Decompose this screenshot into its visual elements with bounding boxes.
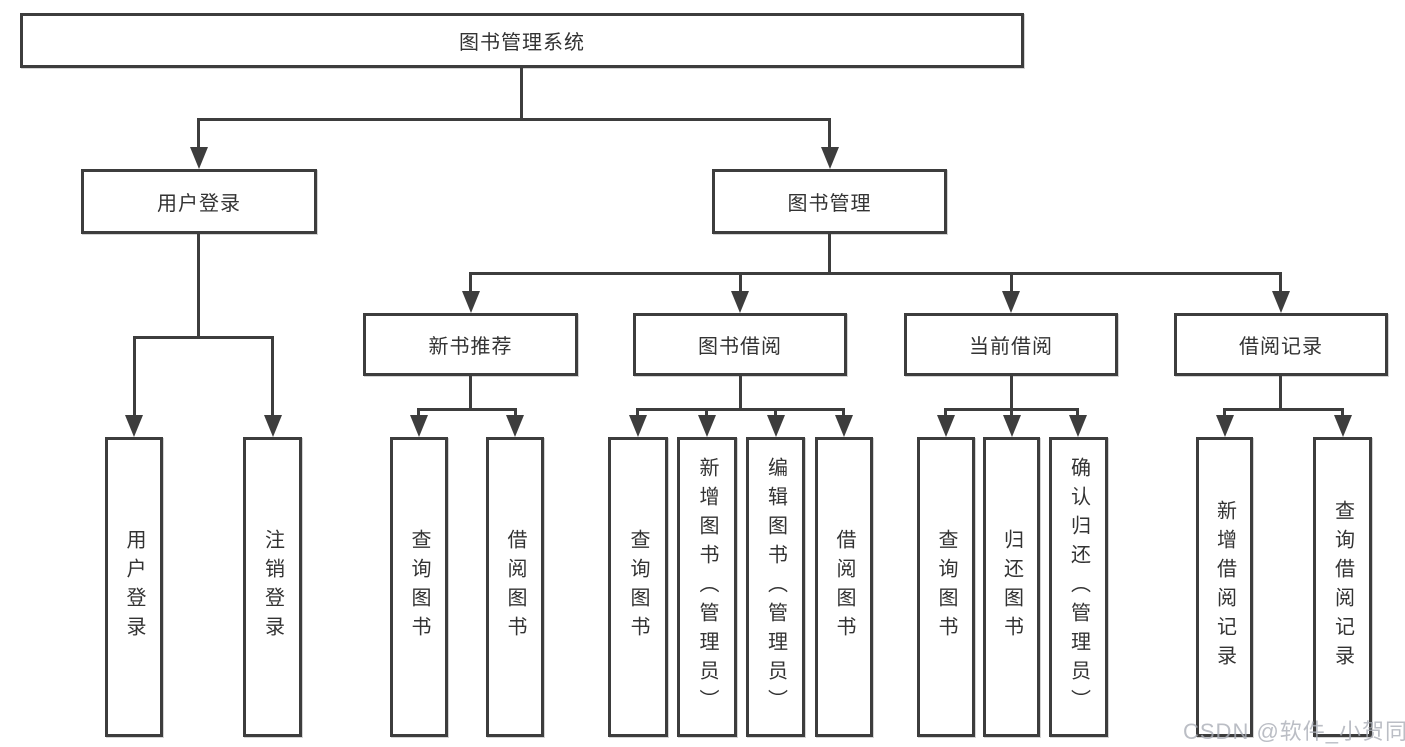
connector-arrowhead [264, 415, 282, 437]
connector-arrowhead [1069, 415, 1087, 437]
connector-vline [705, 408, 708, 420]
connector-hline [133, 336, 274, 339]
connector-vline [1341, 408, 1344, 420]
connector-vline [1010, 376, 1013, 411]
connector-vline [842, 408, 845, 420]
connector-arrowhead [767, 415, 785, 437]
connector-vline [1010, 408, 1013, 420]
connector-hline [636, 408, 845, 411]
connector-vline [520, 68, 523, 120]
node-borrow-records: 借阅记录 [1174, 313, 1388, 376]
connector-arrowhead [125, 415, 143, 437]
connector-vline [417, 408, 420, 420]
connector-arrowhead [1334, 415, 1352, 437]
leaf-query-borrow-record: 查询借阅记录 [1313, 437, 1372, 737]
connector-vline [1076, 408, 1079, 420]
leaf-add-book-admin: 新增图书（管理员） [677, 437, 737, 737]
connector-arrowhead [410, 415, 428, 437]
connector-arrowhead [1002, 291, 1020, 313]
connector-vline [133, 336, 136, 418]
connector-vline [636, 408, 639, 420]
node-new-book-recommend: 新书推荐 [363, 313, 578, 376]
connector-vline [469, 272, 472, 296]
connector-arrowhead [937, 415, 955, 437]
node-current-borrow: 当前借阅 [904, 313, 1118, 376]
leaf-edit-book-admin: 编辑图书（管理员） [746, 437, 805, 737]
leaf-query-book-current: 查询图书 [917, 437, 975, 737]
connector-vline [739, 376, 742, 411]
connector-vline [774, 408, 777, 420]
leaf-confirm-return-admin: 确认归还（管理员） [1049, 437, 1108, 737]
leaf-user-login: 用户登录 [105, 437, 163, 737]
connector-arrowhead [1003, 415, 1021, 437]
connector-vline [1279, 376, 1282, 411]
connector-vline [197, 118, 200, 154]
connector-arrowhead [506, 415, 524, 437]
node-book-borrow: 图书借阅 [633, 313, 847, 376]
leaf-query-book-borrow: 查询图书 [608, 437, 668, 737]
connector-arrowhead [629, 415, 647, 437]
connector-vline [271, 336, 274, 418]
node-user-login-branch: 用户登录 [81, 169, 317, 234]
connector-vline [1223, 408, 1226, 420]
connector-arrowhead [462, 291, 480, 313]
connector-vline [1279, 272, 1282, 296]
connector-arrowhead [698, 415, 716, 437]
connector-hline [197, 118, 831, 121]
leaf-query-book-recommend: 查询图书 [390, 437, 448, 737]
connector-arrowhead [731, 291, 749, 313]
connector-arrowhead [190, 147, 208, 169]
connector-arrowhead [835, 415, 853, 437]
connector-arrowhead [821, 147, 839, 169]
leaf-logout: 注销登录 [243, 437, 302, 737]
node-root: 图书管理系统 [20, 13, 1024, 68]
connector-arrowhead [1216, 415, 1234, 437]
node-book-management-branch: 图书管理 [712, 169, 947, 234]
leaf-borrow-book-recommend: 借阅图书 [486, 437, 544, 737]
leaf-return-book: 归还图书 [983, 437, 1040, 737]
connector-hline [469, 272, 1282, 275]
connector-arrowhead [1272, 291, 1290, 313]
connector-vline [514, 408, 517, 420]
connector-vline [739, 272, 742, 296]
leaf-add-borrow-record: 新增借阅记录 [1196, 437, 1253, 737]
connector-hline [1223, 408, 1344, 411]
connector-vline [828, 234, 831, 275]
connector-vline [828, 118, 831, 154]
connector-vline [944, 408, 947, 420]
connector-vline [1010, 272, 1013, 296]
connector-vline [197, 234, 200, 336]
leaf-borrow-book: 借阅图书 [815, 437, 873, 737]
connector-vline [469, 376, 472, 411]
csdn-watermark: CSDN @软件_小贺同学 [1183, 719, 1405, 744]
connector-hline [417, 408, 517, 411]
